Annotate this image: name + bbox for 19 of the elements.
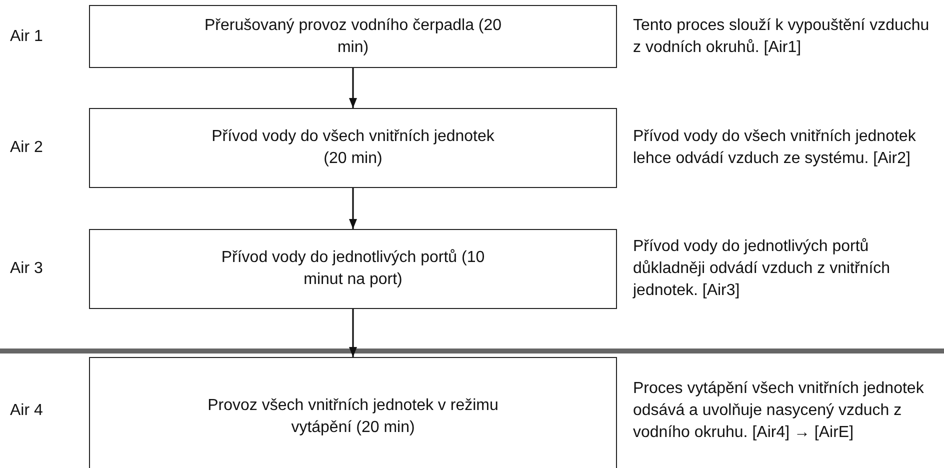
description-text: Přívod vody do jednotlivých portů důkladněji odvádí vzduch z vnitřních jednotek. [Air3]: [633, 237, 892, 301]
step-label: Air 4: [10, 400, 43, 420]
description-text: Proces vytápění všech vnitřních jednotek odsává a uvolňuje nasycený vzduch z vodního okruhu. [Air4] → [AirE]: [633, 378, 925, 442]
description-text: Přívod vody do všech vnitřních jednotek lehce odvádí vzduch ze systému. [Air2]: [633, 127, 917, 169]
step-text: Přívod vody do jednotlivých portů (10 minut na port): [220, 248, 486, 290]
process-box: [89, 229, 617, 309]
step-label: Air 2: [10, 138, 43, 158]
process-box: [89, 108, 617, 188]
process-box: [89, 5, 617, 68]
step-label: Air 1: [10, 26, 43, 46]
process-box: [89, 357, 617, 468]
step-text: Přerušovaný provoz vodního čerpadla (20 min): [203, 16, 503, 58]
arrow: [349, 188, 357, 229]
arrow: [349, 309, 357, 357]
step-text: Provoz všech vnitřních jednotek v režimu vytápění (20 min): [206, 396, 500, 438]
arrow: [349, 68, 357, 108]
step-text: Přívod vody do všech vnitřních jednotek (20 min): [210, 127, 496, 169]
description-text: Tento proces slouží k vypouštění vzduchu z vodních okruhů. [Air1]: [633, 16, 930, 58]
step-label: Air 3: [10, 259, 43, 279]
